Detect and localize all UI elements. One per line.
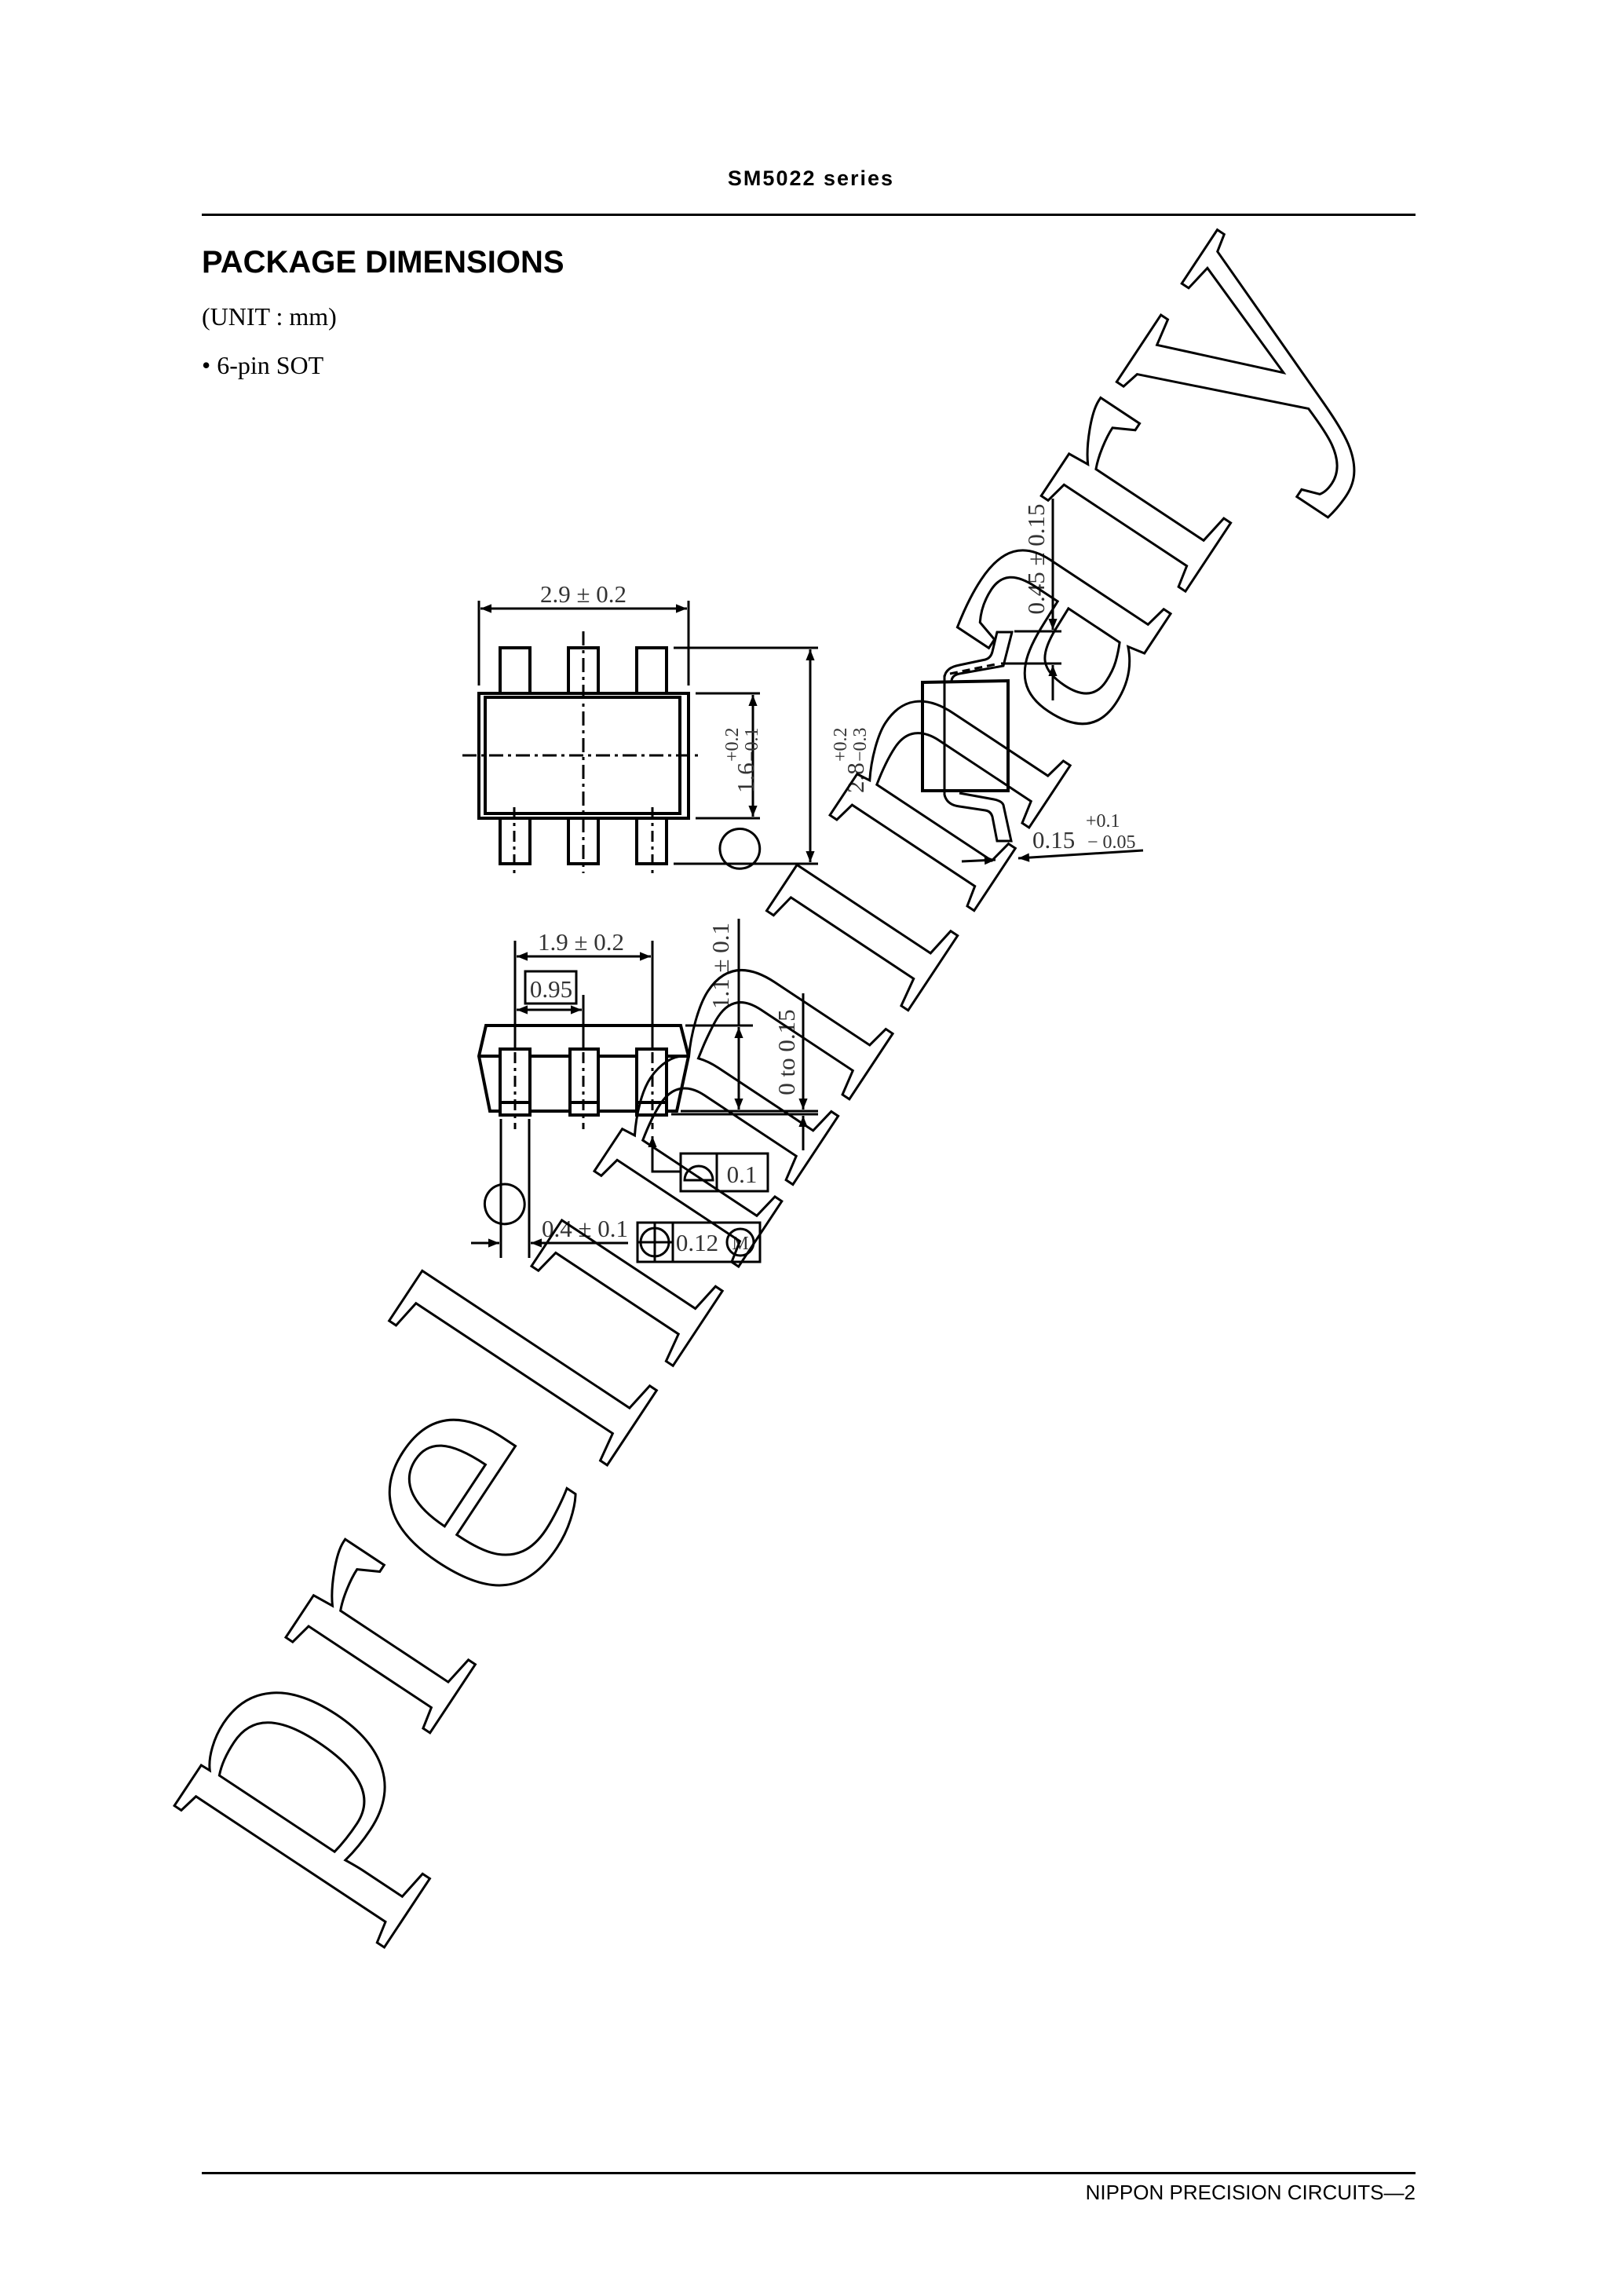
footer-text: NIPPON PRECISION CIRCUITS—2 bbox=[1085, 2181, 1416, 2204]
section-title: PACKAGE DIMENSIONS bbox=[202, 245, 564, 280]
header-rule bbox=[202, 214, 1416, 216]
side-view bbox=[471, 919, 818, 1263]
header-series: SM5022 series bbox=[727, 166, 895, 190]
unit-label: (UNIT : mm) bbox=[202, 302, 337, 331]
position-value: 0.12 bbox=[676, 1229, 718, 1256]
end-view bbox=[921, 499, 1144, 865]
dim-overall-width-tol-minus: −0.3 bbox=[850, 727, 871, 762]
dim-outer-pitch: 1.9 ± 0.2 bbox=[538, 928, 624, 956]
dim-foot-length: 0.45 ± 0.15 bbox=[1022, 503, 1050, 614]
dim-lead-width: 0.4 ± 0.1 bbox=[542, 1215, 628, 1242]
dim-body-width-tol-plus: +0.2 bbox=[722, 727, 743, 762]
dim-pitch-basic: 0.95 bbox=[530, 975, 572, 1003]
footer-rule bbox=[202, 2172, 1416, 2174]
dim-lead-thickness-tol-minus: − 0.05 bbox=[1087, 832, 1136, 853]
dim-body-width: 1.6 bbox=[732, 762, 759, 793]
dim-overall-width: 2.8 bbox=[842, 762, 869, 793]
dim-overall-width-tol-plus: +0.2 bbox=[831, 727, 851, 762]
top-view bbox=[462, 601, 818, 873]
flatness-symbol-icon bbox=[683, 1164, 714, 1182]
package-label: • 6-pin SOT bbox=[202, 351, 324, 379]
dim-height: 1.1 ± 0.1 bbox=[707, 923, 734, 1009]
flatness-value: 0.1 bbox=[727, 1161, 758, 1188]
dim-standoff: 0 to 0.15 bbox=[773, 1009, 800, 1095]
preliminary-watermark: preliminary bbox=[34, 126, 1439, 1954]
dim-body-width-tol-minus: −0.1 bbox=[742, 727, 762, 762]
dim-lead-thickness-tol-plus: +0.1 bbox=[1086, 811, 1120, 832]
dim-lead-thickness: 0.15 bbox=[1032, 826, 1075, 854]
mmc-circle-icon bbox=[725, 1227, 755, 1257]
dim-length: 2.9 ± 0.2 bbox=[540, 580, 627, 608]
position-modifier: M bbox=[732, 1234, 748, 1254]
